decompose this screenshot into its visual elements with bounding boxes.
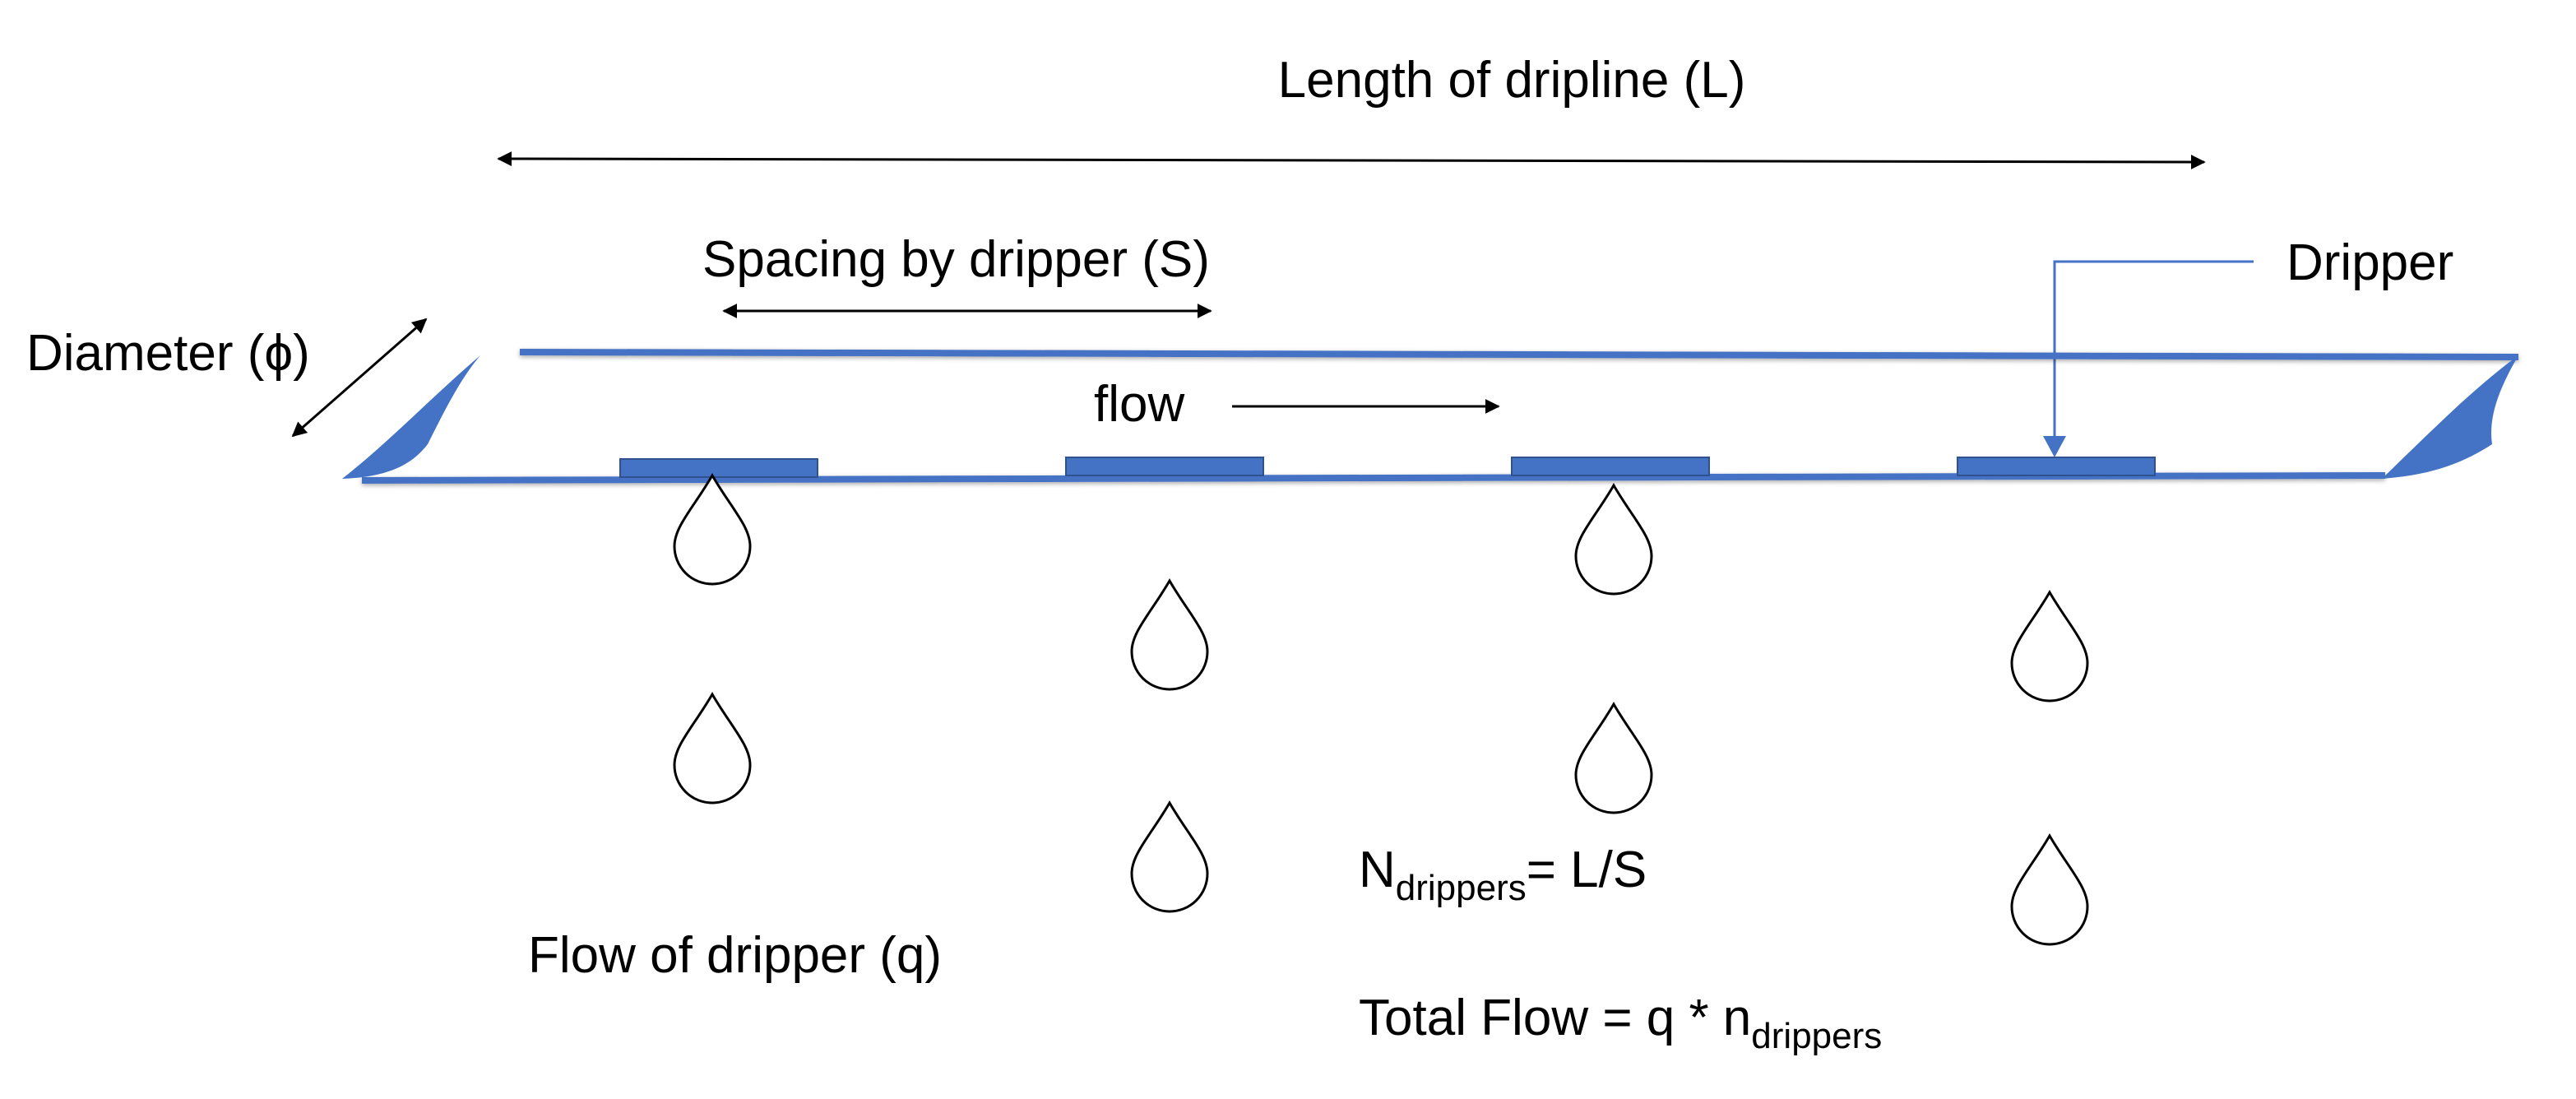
water-drops (673, 473, 2089, 946)
n-drippers-formula: Ndrippers= L/S (1359, 842, 1647, 908)
drop-icon (2010, 833, 2089, 946)
drop-icon (673, 473, 752, 586)
pipe-top-edge (519, 349, 2519, 360)
dripper-4 (1957, 457, 2156, 476)
flow-label: flow (1094, 376, 1184, 433)
spacing-label: Spacing by dripper (S) (702, 231, 1210, 288)
n-drippers-rhs: = L/S (1527, 842, 1647, 898)
length-label: Length of dripline (L) (1278, 52, 1746, 109)
drop-icon (1574, 702, 1653, 814)
pipe-left-end-cut (342, 355, 480, 479)
drop-icon (1130, 578, 1209, 691)
diameter-arrow (291, 318, 428, 438)
total-flow-subscript: drippers (1751, 1016, 1882, 1056)
dripper-label: Dripper (2286, 234, 2453, 291)
n-drippers-subscript: drippers (1396, 868, 1527, 908)
n-drippers-lhs: N (1359, 842, 1396, 898)
dripper-callout-line (2053, 260, 2254, 441)
dripper-3 (1511, 457, 1710, 476)
dripper-2 (1065, 457, 1264, 476)
drop-icon (1574, 483, 1653, 596)
dripper-callout-arrowhead (2043, 436, 2066, 457)
drop-icon (1130, 800, 1209, 913)
total-flow-formula: Total Flow = q * ndrippers (1359, 990, 1882, 1056)
length-arrow (497, 151, 2206, 169)
diameter-label: Diameter (ϕ) (26, 325, 310, 382)
pipe-right-end-cut (2382, 355, 2518, 479)
drop-icon (2010, 590, 2089, 703)
total-flow-lhs: Total Flow = q * n (1359, 990, 1751, 1046)
dripper-1 (619, 458, 818, 478)
flow-of-dripper-label: Flow of dripper (q) (528, 927, 942, 984)
drop-icon (673, 692, 752, 805)
